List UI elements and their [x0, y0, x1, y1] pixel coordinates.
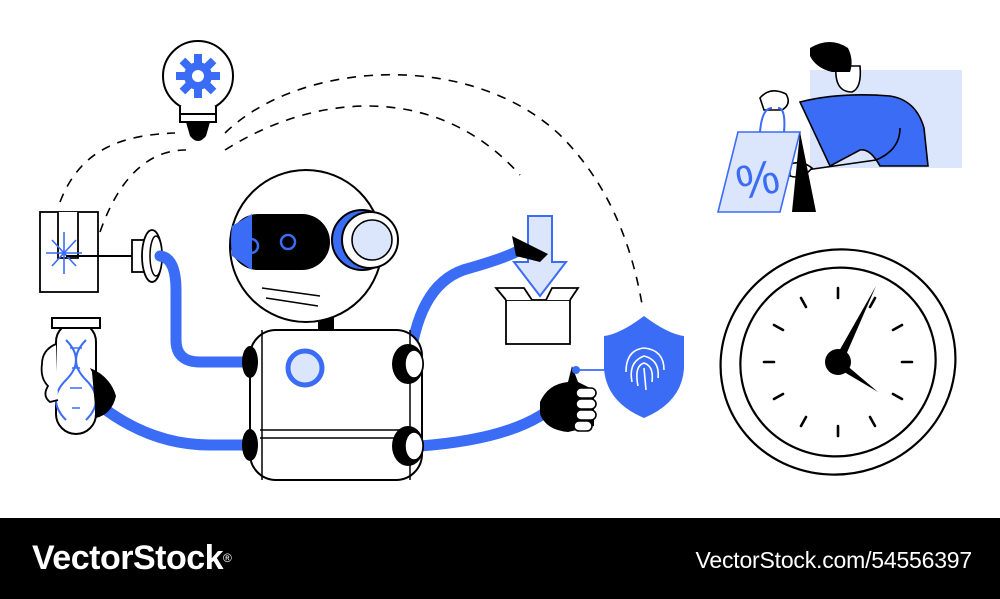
- clock-ticks: [762, 286, 914, 438]
- dashed-connection-arcs: [59, 73, 644, 311]
- registered-mark: ®: [223, 551, 232, 565]
- laser-device-icon: [39, 211, 163, 293]
- shopper-icon: %: [716, 42, 962, 213]
- dna-test-tube-icon: [40, 317, 116, 435]
- illustration-canvas: %: [39, 40, 962, 481]
- watermark-footer: VectorStock® VectorStock.com/54556397: [0, 518, 1000, 599]
- gear-icon: [176, 54, 220, 98]
- robot-hand-right-upper: [512, 236, 548, 262]
- image-id-text: VectorStock.com/54556397: [695, 547, 973, 573]
- robot-hand-right-lower: [540, 366, 636, 432]
- vectorstock-logo: VectorStock®: [32, 536, 232, 580]
- robot-icon: [229, 169, 424, 481]
- brand-name: VectorStock: [32, 539, 224, 577]
- clock-minute-hand: [834, 286, 876, 364]
- discount-bag-icon: %: [716, 107, 816, 213]
- download-box-icon: [494, 215, 580, 345]
- fingerprint-shield-icon: [604, 316, 684, 418]
- fingerprint-icon: [625, 347, 665, 391]
- wall-clock-icon: [719, 248, 957, 476]
- illustration: %: [39, 40, 962, 481]
- robot-arms: [92, 244, 566, 452]
- lightbulb-gear-icon: [162, 40, 234, 141]
- robot-hand-left: [90, 368, 116, 418]
